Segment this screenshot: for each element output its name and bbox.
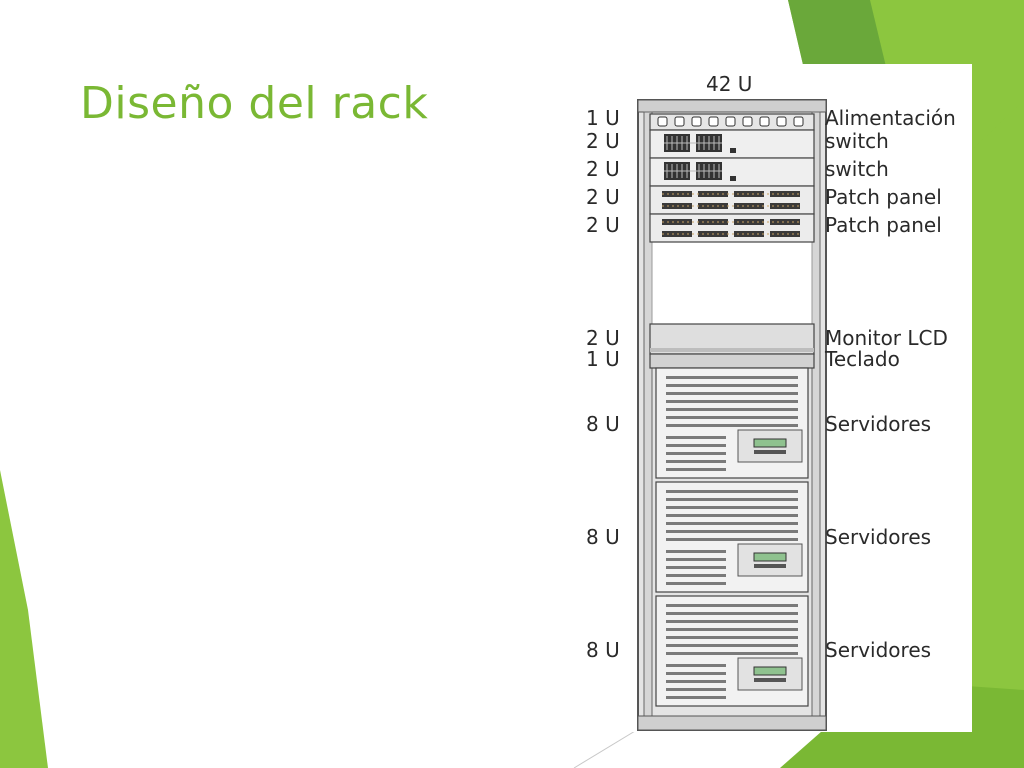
unit-label-servidores-3: 8 U <box>586 638 620 662</box>
rack-total-units-label: 42 U <box>706 72 753 96</box>
device-label-servidores-2: Servidores <box>825 525 932 549</box>
accent-shape-left <box>0 470 48 768</box>
switch-unit-1 <box>649 129 815 159</box>
device-label-servidores-1: Servidores <box>825 412 932 436</box>
server-unit-2 <box>655 481 809 593</box>
unit-label-patch-panel-1: 2 U <box>586 185 620 209</box>
switch-unit-2 <box>649 157 815 187</box>
device-label-switch-1: switch <box>825 129 889 153</box>
unit-label-servidores-1: 8 U <box>586 412 620 436</box>
keyboard-unit <box>649 353 815 369</box>
device-label-monitor-lcd: Monitor LCD <box>825 326 948 350</box>
power-unit <box>649 113 815 131</box>
server-unit-1 <box>655 367 809 479</box>
unit-label-alimentacion: 1 U <box>586 106 620 130</box>
accent-line <box>573 727 641 768</box>
patch-panel-unit-2 <box>649 213 815 243</box>
lcd-monitor-unit <box>649 323 815 355</box>
patch-panel-unit-1 <box>649 185 815 215</box>
device-label-switch-2: switch <box>825 157 889 181</box>
rack-bottom-bar <box>637 715 827 731</box>
rack-top-bar <box>637 99 827 113</box>
unit-label-switch-1: 2 U <box>586 129 620 153</box>
device-label-patch-panel-2: Patch panel <box>825 213 942 237</box>
device-label-patch-panel-1: Patch panel <box>825 185 942 209</box>
unit-label-servidores-2: 8 U <box>586 525 620 549</box>
slide-title: Diseño del rack <box>80 78 429 129</box>
unit-label-patch-panel-2: 2 U <box>586 213 620 237</box>
device-label-teclado: Teclado <box>825 347 900 371</box>
rack-diagram: 42 U <box>578 64 972 732</box>
unit-label-teclado: 1 U <box>586 347 620 371</box>
unit-label-switch-2: 2 U <box>586 157 620 181</box>
server-unit-3 <box>655 595 809 707</box>
rack-drawing <box>637 99 827 731</box>
device-label-alimentacion: Alimentación <box>825 106 956 130</box>
rack-empty-space <box>651 241 813 325</box>
device-label-servidores-3: Servidores <box>825 638 932 662</box>
unit-label-monitor-lcd: 2 U <box>586 326 620 350</box>
accent-shape-right <box>972 100 1024 768</box>
